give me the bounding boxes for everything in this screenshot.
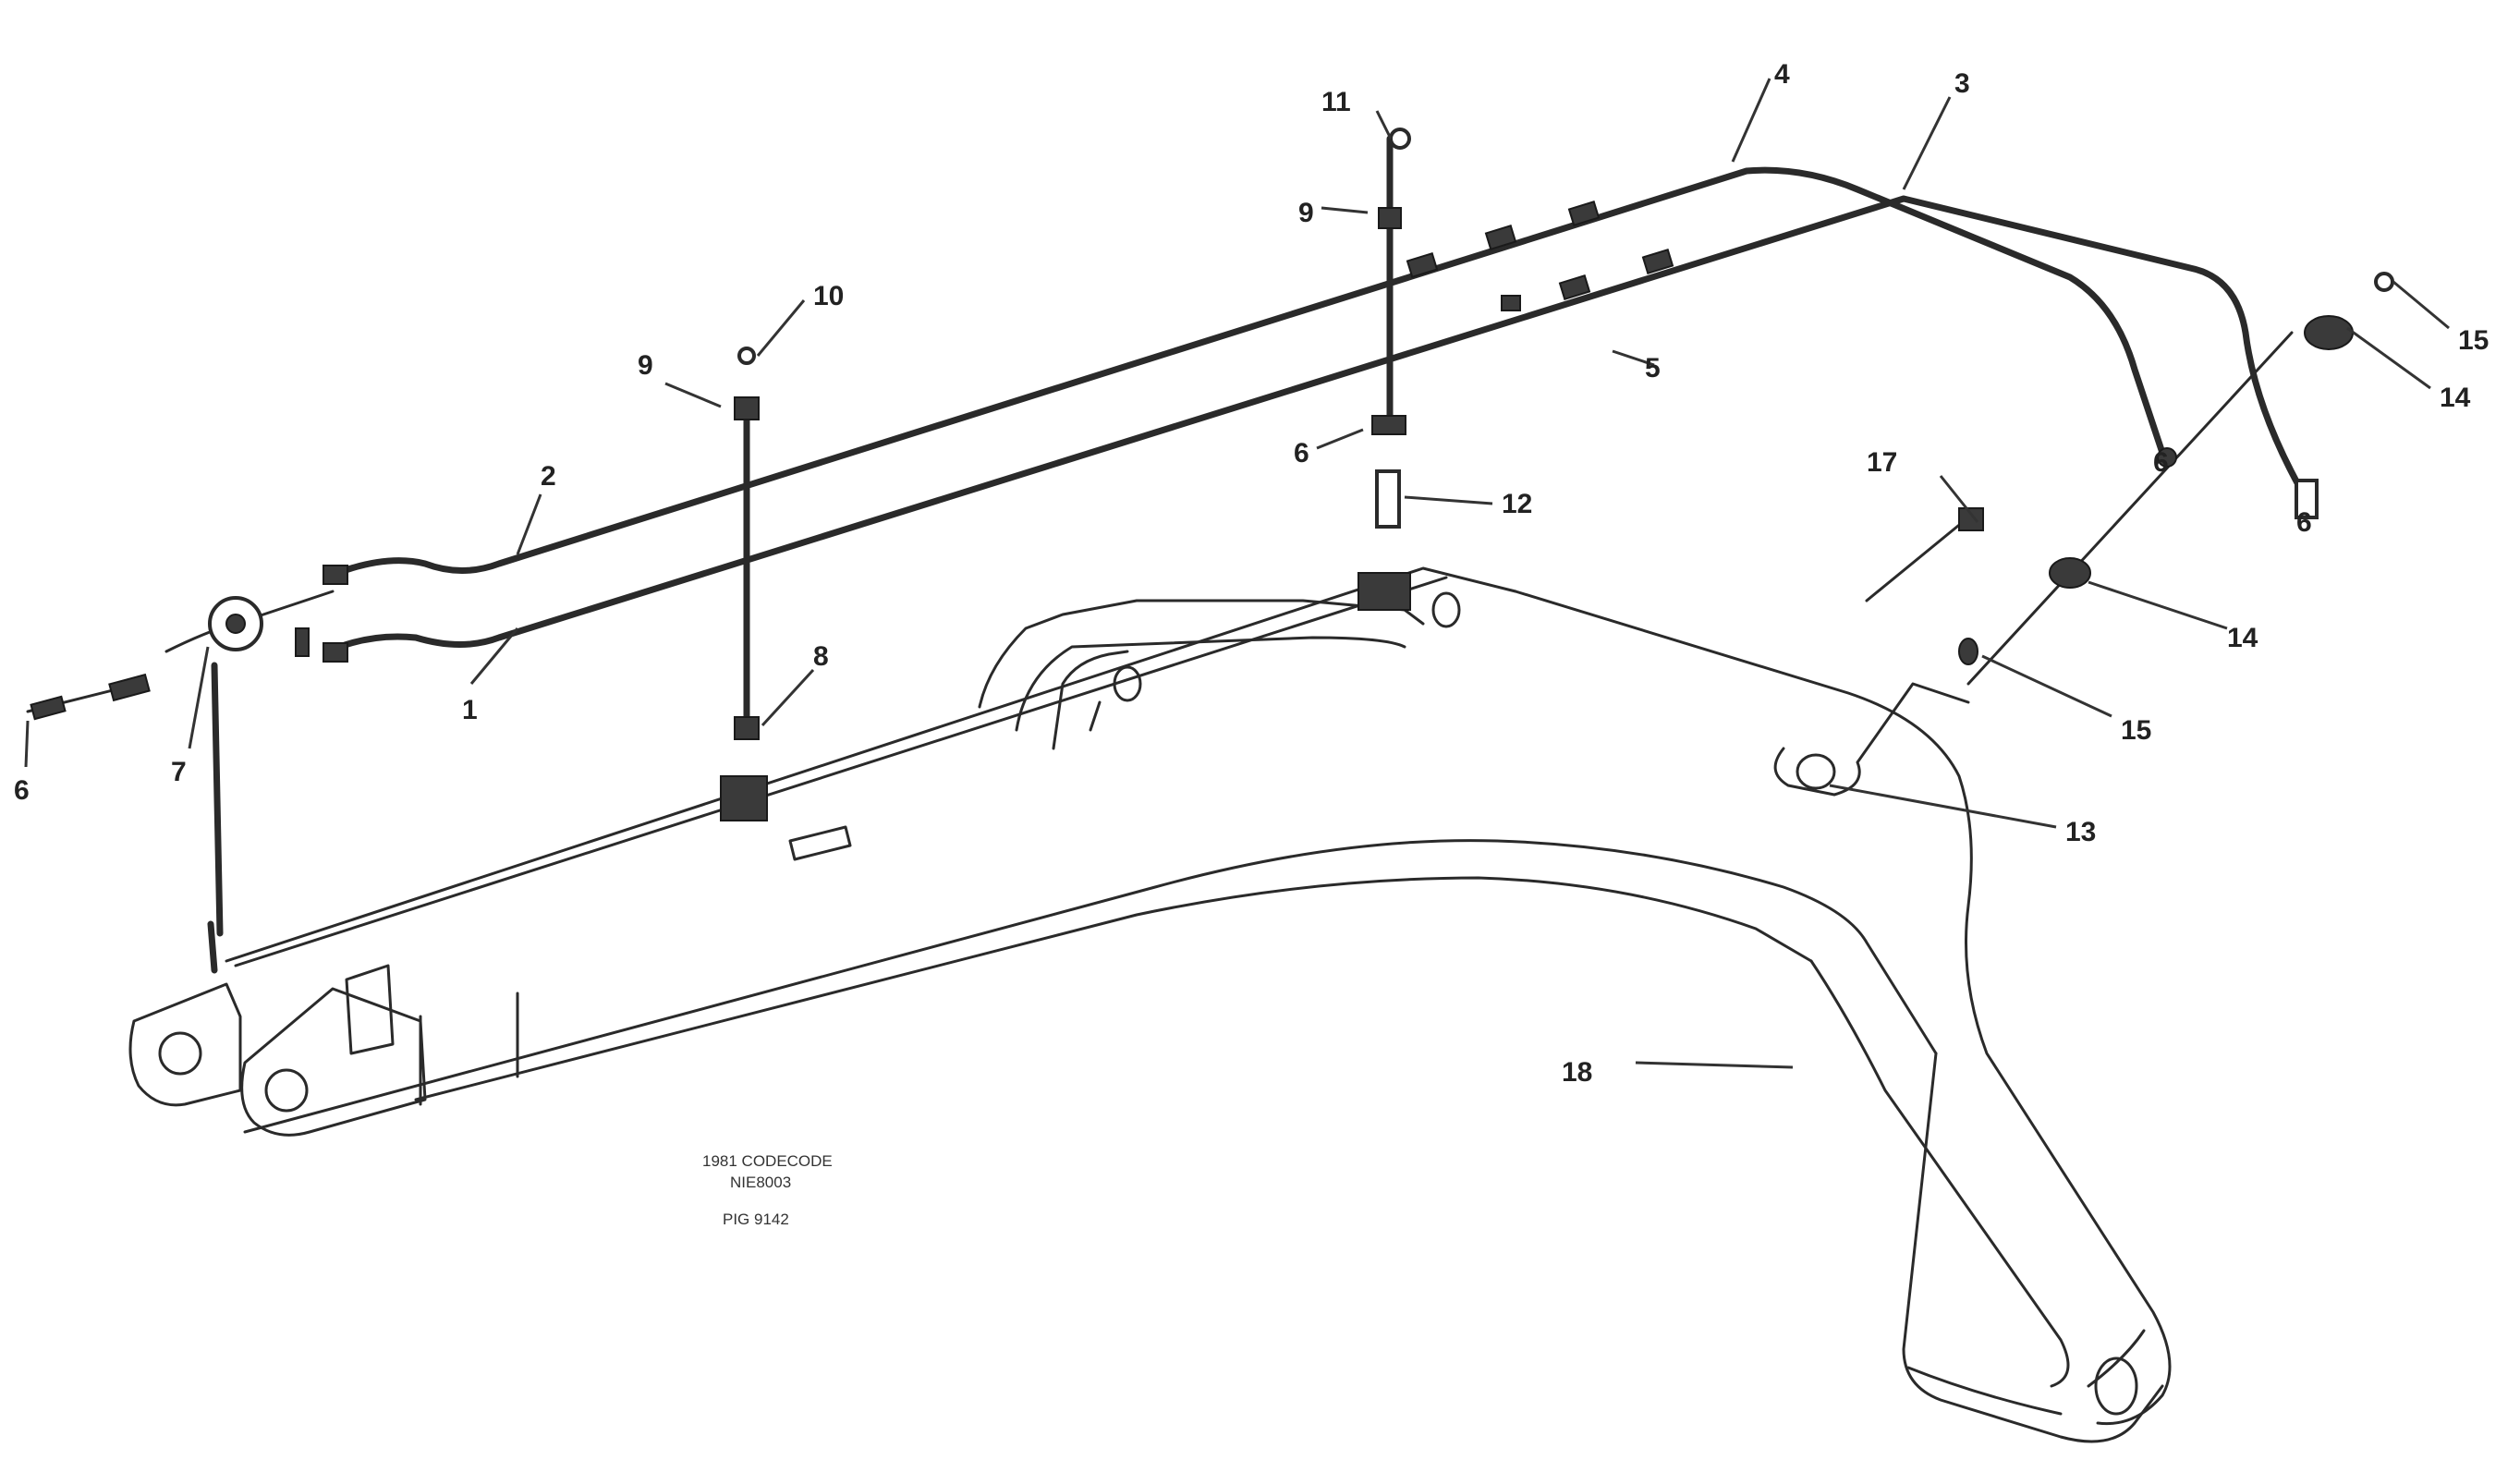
callout-1: 1	[462, 695, 478, 725]
clamp-6-center	[1371, 415, 1406, 435]
callout-15: 15	[2121, 715, 2151, 746]
boom-lug-inner	[1052, 650, 1129, 750]
callout-10: 10	[813, 281, 844, 311]
boom-gooseneck-outer	[1514, 590, 2172, 1426]
boom-foot-block	[419, 992, 519, 1106]
fitting-pipe2-b	[1567, 201, 1601, 226]
clamp-8-bottom	[734, 716, 760, 740]
callout-11: 11	[1321, 87, 1351, 117]
callout-15-right: 15	[2458, 325, 2489, 356]
boom-gooseneck-inner	[1809, 959, 2070, 1388]
clamp-9-center	[1378, 207, 1402, 229]
pipe-2	[334, 166, 2166, 577]
callout-17: 17	[1867, 447, 1897, 478]
clamp-17	[1958, 507, 1984, 531]
left-hose	[26, 590, 335, 713]
bolt-11	[1389, 128, 1411, 150]
callout-14: 14	[2227, 623, 2258, 653]
arm-cylinder-pin	[1796, 753, 1836, 790]
boom-top-pin	[1431, 591, 1461, 628]
callout-13: 13	[2065, 817, 2096, 847]
hydraulic-lines	[26, 135, 2305, 974]
boom-cylinder-lug	[978, 599, 1425, 732]
drawing-code-block: 1981 CODECODE NIE8003 PIG 9142	[702, 1152, 833, 1228]
boom-top-edge	[225, 566, 1517, 963]
fittings	[30, 128, 2394, 821]
boom-nose	[1902, 1052, 2164, 1443]
clamp-base-left	[720, 775, 768, 821]
spacer-12	[1375, 469, 1401, 529]
callout-6-pipe: 6	[2153, 447, 2169, 478]
boom-foot-pin-left	[158, 1031, 202, 1076]
callout-4: 4	[1774, 59, 1790, 90]
boom-foot-plate-left	[128, 982, 242, 1107]
boom-foot-pin-right	[264, 1068, 309, 1113]
drawing-code-line1: 1981 CODECODE	[702, 1152, 833, 1170]
drawing-code-line3: PIG 9142	[723, 1211, 789, 1228]
fitting-left-a	[108, 673, 151, 702]
callout-labels: 1 2 3 4 5 6 6 6 6 7 8 9 9 10 11 12 13 14…	[14, 59, 2489, 1088]
bolt-15-right	[2374, 272, 2394, 292]
fitting-pipe2-end	[323, 565, 348, 585]
fitting-pipe1-right	[2295, 479, 2319, 519]
clamp-rod-right	[1966, 331, 2294, 686]
callout-6-left: 6	[14, 775, 30, 806]
boom-side-face	[414, 876, 1813, 1101]
callout-8: 8	[813, 641, 829, 672]
bolt-15	[1958, 638, 1978, 665]
fitting-pipe2-a	[1484, 225, 1517, 250]
boom-lower-edge	[243, 839, 1938, 1134]
callout-5: 5	[1645, 353, 1661, 383]
fitting-left-b	[30, 695, 67, 721]
callout-6-right: 6	[2296, 507, 2312, 538]
fitting-pipe1-end	[323, 642, 348, 663]
callout-12: 12	[1502, 489, 1532, 519]
callout-6-center: 6	[1294, 438, 1309, 468]
pipe-1	[324, 195, 2305, 655]
callout-9-center: 9	[1298, 198, 1314, 228]
boom-body	[128, 566, 2172, 1443]
drawing-code-line2: NIE8003	[730, 1174, 791, 1191]
clamp-14-right	[2304, 315, 2354, 350]
bolt-10	[737, 347, 756, 365]
callout-3: 3	[1954, 68, 1970, 99]
fitting-pipe1-b	[1641, 249, 1674, 274]
boom-upper-face	[234, 576, 1448, 967]
boom-top-bracket	[788, 825, 852, 861]
callout-18: 18	[1562, 1057, 1592, 1088]
clamp-rod-17	[1865, 516, 1970, 602]
boom-lug-pin	[1113, 665, 1142, 702]
leader-lines	[24, 78, 2450, 1069]
boom-nose-pin	[2094, 1357, 2138, 1416]
clamp-9-top	[734, 396, 760, 420]
clamp-14	[2049, 557, 2091, 589]
boom-foot-plate-right	[240, 987, 427, 1137]
clamp-pipe1-center	[1406, 252, 1439, 278]
fitting-5	[1501, 295, 1521, 311]
arm-cylinder-mount	[1773, 682, 1970, 797]
coupling-7-hub	[225, 614, 246, 634]
fitting-pipe2-right	[2157, 447, 2177, 468]
boom-foot-bracket	[345, 964, 395, 1055]
callout-7: 7	[171, 757, 187, 787]
callout-9-left: 9	[638, 350, 653, 381]
clamp-base-center	[1357, 572, 1411, 611]
fitting-pipe1-a	[1558, 274, 1591, 300]
callout-2: 2	[541, 461, 556, 492]
callout-14-right: 14	[2440, 383, 2471, 413]
fitting-elbow	[295, 627, 310, 657]
clamp-rod-leftfoot	[207, 662, 224, 974]
